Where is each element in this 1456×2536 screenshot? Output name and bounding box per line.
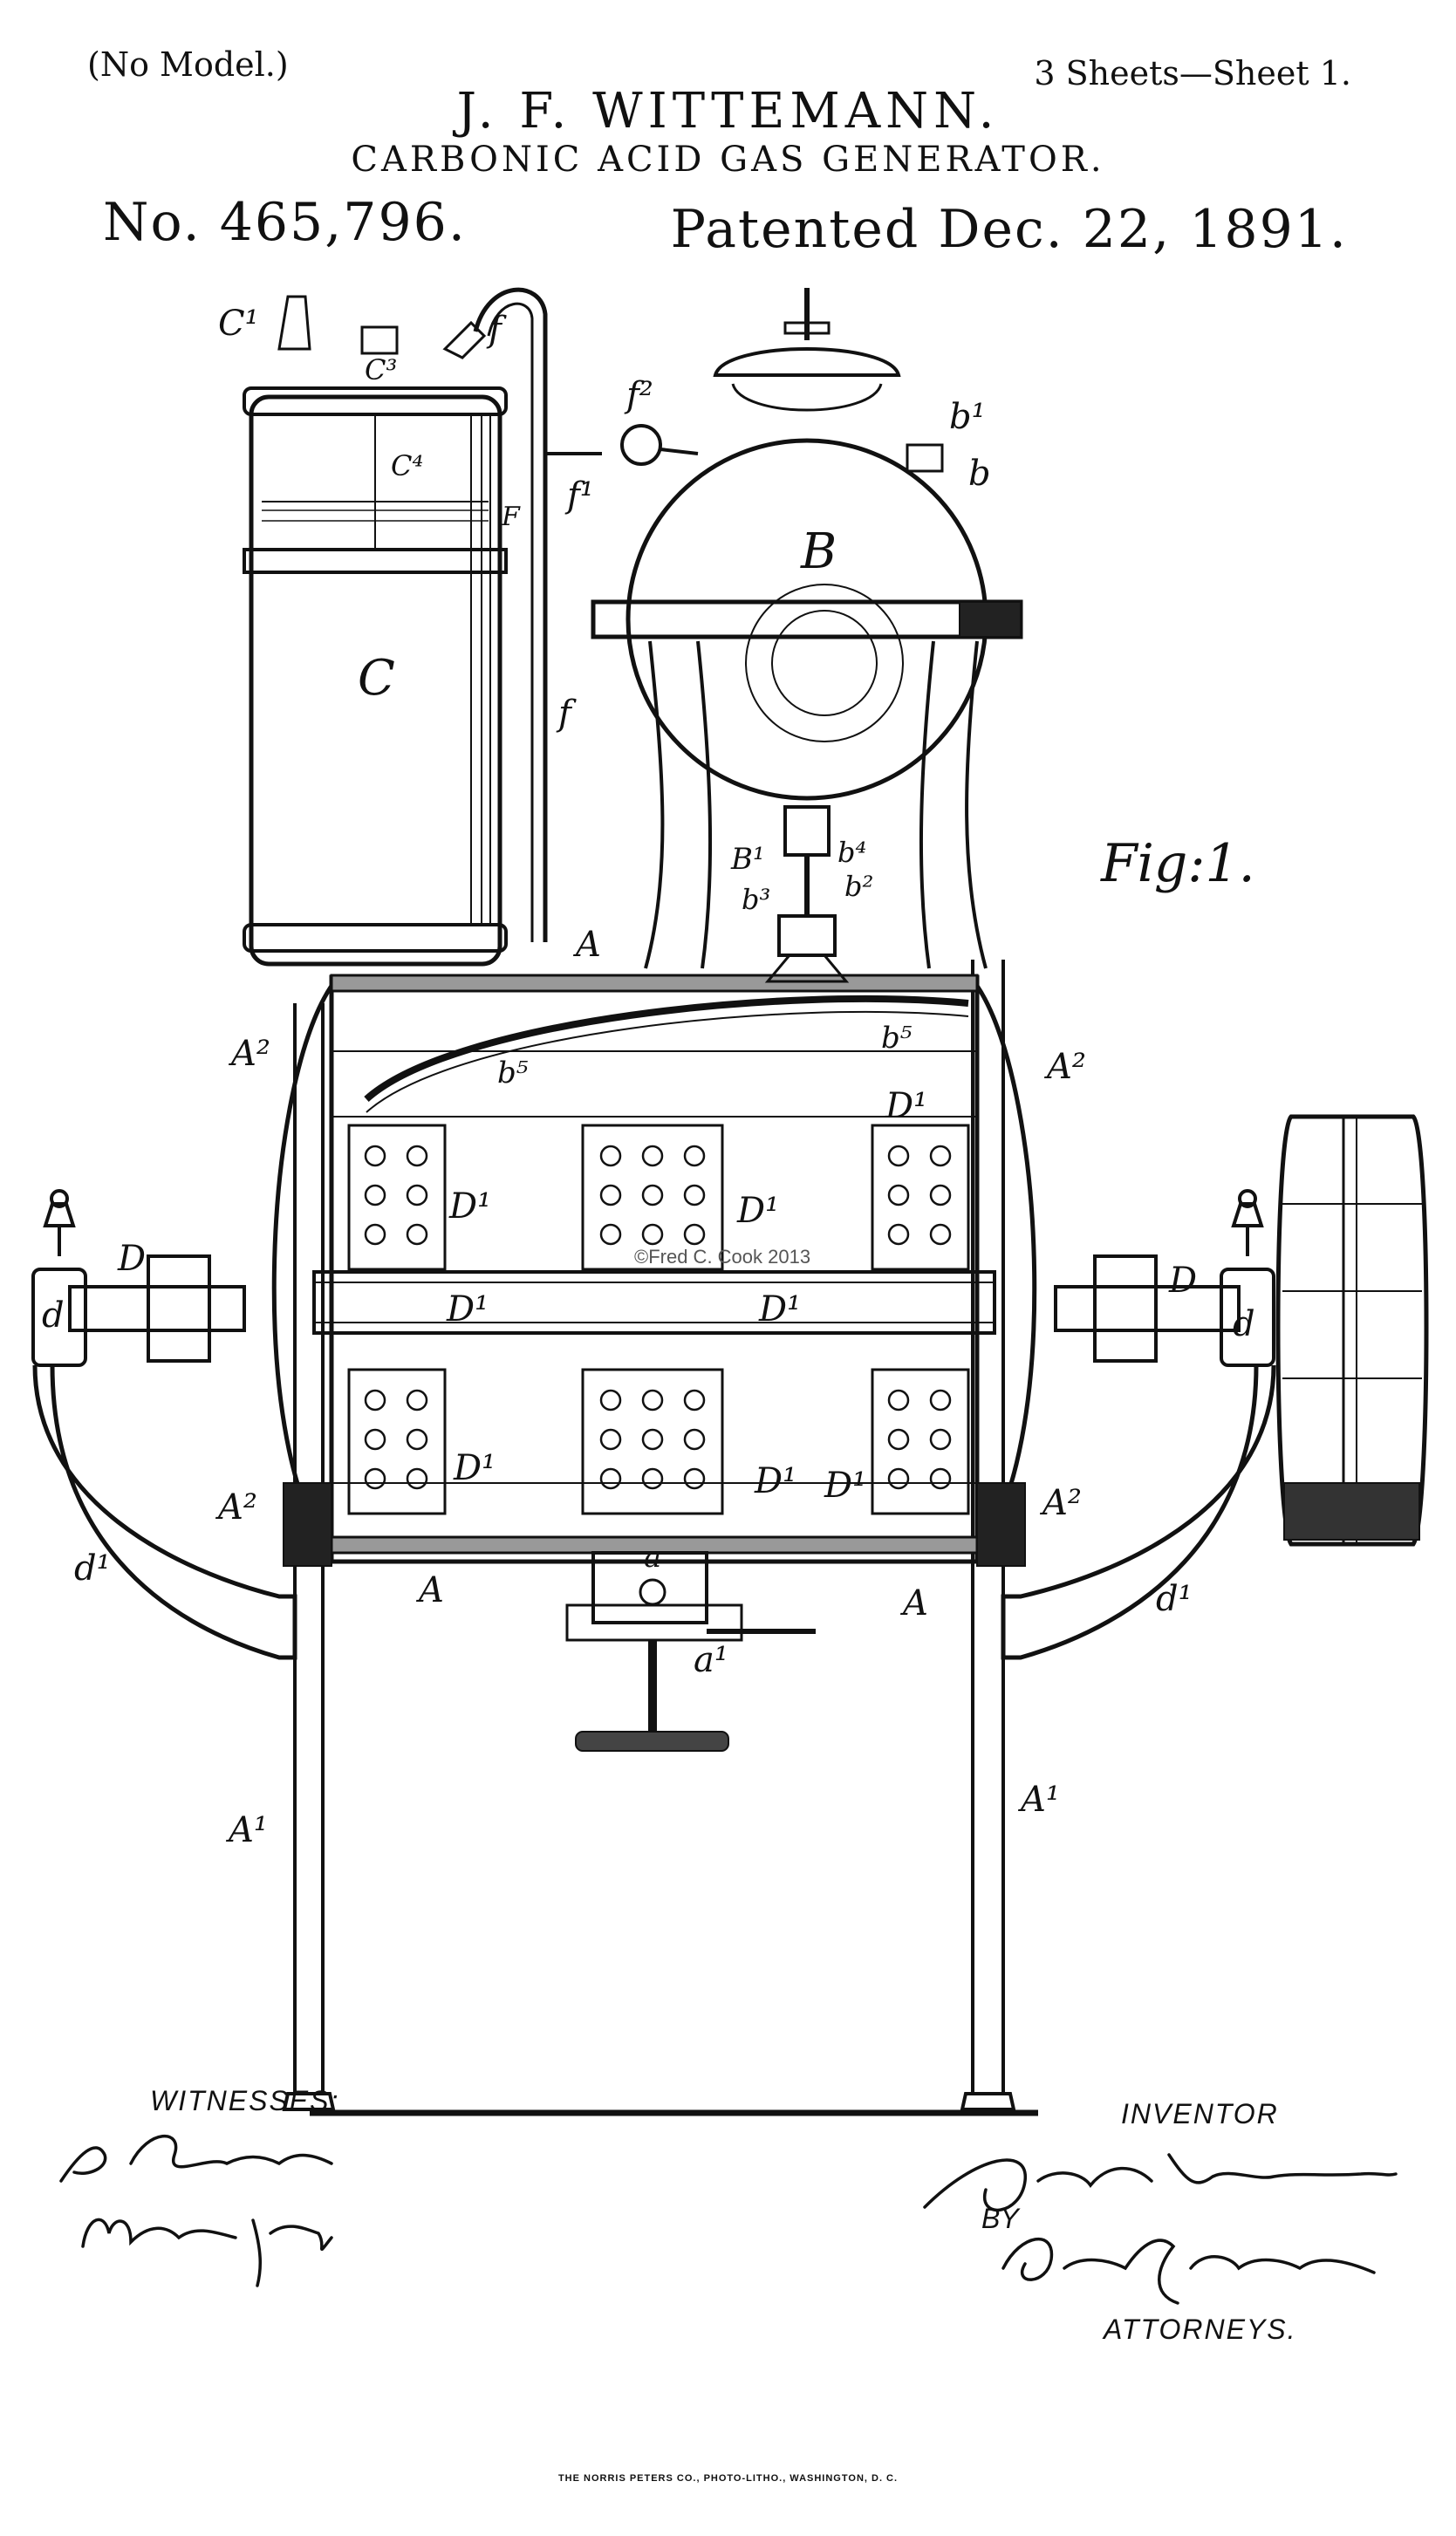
printer-credit: THE NORRIS PETERS CO., PHOTO-LITHO., WAS… bbox=[557, 2473, 899, 2484]
ref-label-b1: b¹ bbox=[949, 397, 986, 437]
ref-label-d1-6: D¹ bbox=[755, 1461, 797, 1501]
main-drum bbox=[271, 974, 1037, 1567]
bottom-valve bbox=[565, 1551, 816, 1752]
ref-label-a: a bbox=[644, 1540, 662, 1575]
witness-1-signature bbox=[59, 2134, 333, 2183]
ref-label-d-bearing-left: d bbox=[42, 1295, 65, 1336]
ref-label-d1-5: D¹ bbox=[454, 1448, 496, 1488]
ref-label-a2-lower-right: A² bbox=[1042, 1483, 1082, 1523]
ref-label-b2: b² bbox=[844, 870, 874, 903]
inventor-signature bbox=[923, 2153, 1398, 2212]
ref-label-a1-left-leg: A¹ bbox=[229, 1810, 268, 1850]
ref-label-b: b bbox=[968, 454, 991, 494]
ref-label-d1-4: D¹ bbox=[759, 1289, 802, 1330]
ref-label-c: C bbox=[358, 650, 395, 707]
right-bearing bbox=[1001, 1189, 1276, 1660]
patent-title: CARBONIC ACID GAS GENERATOR. bbox=[351, 140, 1105, 180]
ref-label-f2: f² bbox=[626, 375, 653, 415]
ref-label-a2-upper-left: A² bbox=[231, 1034, 270, 1074]
ref-label-a1: a¹ bbox=[694, 1640, 728, 1680]
pipe-f bbox=[473, 287, 699, 942]
copyright-watermark: ©Fred C. Cook 2013 bbox=[634, 1246, 811, 1268]
pulley-wheel bbox=[1275, 1114, 1429, 1547]
ref-label-f-top: f bbox=[489, 310, 502, 350]
figure-label: Fig:1. bbox=[1101, 833, 1255, 894]
attorneys-label: ATTORNEYS. bbox=[1104, 2314, 1297, 2345]
inventor-name: J. F. WITTEMANN. bbox=[456, 83, 1000, 140]
ref-label-d1-3: D¹ bbox=[447, 1289, 489, 1330]
vessel-b bbox=[591, 288, 1023, 983]
witnesses-label: WITNESSES: bbox=[150, 2085, 340, 2116]
patent-number: No. 465,796. bbox=[103, 192, 467, 253]
cylinder-c bbox=[243, 295, 508, 967]
left-bearing bbox=[31, 1189, 297, 1660]
ref-label-b5-right: b⁵ bbox=[881, 1021, 913, 1056]
ref-label-big-b: B bbox=[801, 523, 837, 580]
ref-label-b5-left: b⁵ bbox=[497, 1056, 529, 1090]
ref-label-a-right: A bbox=[903, 1583, 928, 1623]
ref-label-d-bearing-right: d bbox=[1233, 1304, 1255, 1344]
ref-label-d1-right: d¹ bbox=[1156, 1579, 1193, 1619]
ref-label-d1-top-right: D¹ bbox=[885, 1086, 928, 1126]
ref-label-c3: C³ bbox=[365, 353, 398, 386]
witness-2-signature bbox=[81, 2218, 333, 2287]
sheet-number: 3 Sheets—Sheet 1. bbox=[1034, 54, 1351, 92]
inventor-label: INVENTOR bbox=[1121, 2098, 1279, 2129]
ref-label-d-right: D bbox=[1169, 1261, 1198, 1301]
ref-label-a-top: A bbox=[576, 925, 601, 965]
attorneys-signature bbox=[1001, 2237, 1376, 2305]
ref-label-c4: C⁴ bbox=[391, 449, 424, 482]
patent-date: Patented Dec. 22, 1891. bbox=[670, 199, 1348, 260]
ref-label-b4: b⁴ bbox=[837, 836, 867, 869]
ref-label-a2-upper-right: A² bbox=[1047, 1047, 1086, 1087]
no-model-note: (No Model.) bbox=[87, 45, 289, 84]
ref-label-d1-left: d¹ bbox=[74, 1548, 111, 1589]
ref-label-d1-2: D¹ bbox=[737, 1191, 780, 1231]
perforated-plates bbox=[347, 1124, 970, 1515]
ref-label-a-left: A bbox=[419, 1570, 444, 1610]
ref-label-big-b1: B¹ bbox=[731, 842, 765, 877]
ref-label-f1: f¹ bbox=[567, 475, 594, 516]
ref-label-big-f: F bbox=[502, 502, 520, 532]
ref-label-b3: b³ bbox=[742, 883, 771, 916]
ref-label-d1-7: D¹ bbox=[824, 1466, 867, 1506]
ref-label-d1-1: D¹ bbox=[449, 1186, 492, 1227]
ref-label-c1: C¹ bbox=[218, 304, 259, 344]
ref-label-d-left: D bbox=[118, 1239, 147, 1279]
ref-label-f-mid: f bbox=[558, 694, 571, 734]
ref-label-a1-right-leg: A¹ bbox=[1021, 1780, 1060, 1820]
ref-label-a2-lower-left: A² bbox=[218, 1487, 257, 1528]
